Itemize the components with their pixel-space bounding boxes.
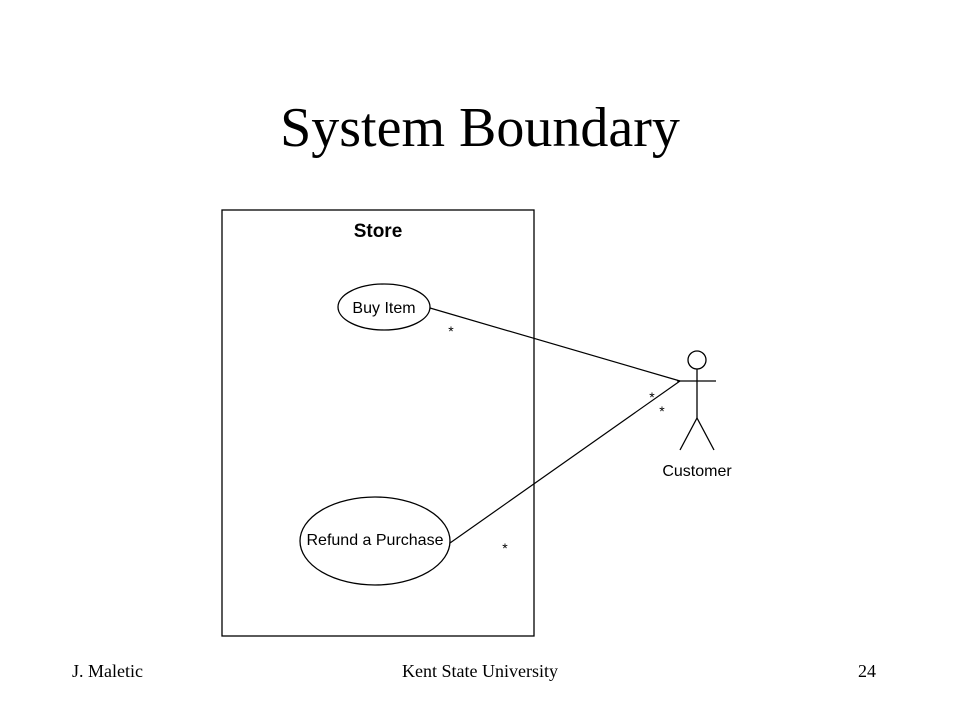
use-case-buy-item [337, 283, 431, 331]
multiplicity-actor-end-refund: * [659, 403, 665, 419]
actor-label: Customer [662, 463, 732, 480]
actor-left-leg [679, 417, 698, 451]
multiplicity-buy-item-end: * [448, 323, 454, 339]
footer-institution: Kent State University [402, 661, 558, 681]
actor-figure [677, 350, 716, 451]
actor-head [687, 350, 707, 370]
multiplicity-refund-end: * [502, 540, 508, 556]
slide-title: System Boundary [280, 97, 680, 159]
system-boundary-label: Store [354, 221, 403, 242]
footer-author: J. Maletic [72, 661, 143, 681]
association-refund [449, 380, 681, 544]
association-buy-item [429, 307, 681, 382]
use-case-refund-purchase [299, 496, 451, 586]
footer-page-number: 24 [858, 661, 876, 681]
system-boundary-box [221, 209, 535, 637]
use-case-refund-purchase-label: Refund a Purchase [307, 532, 444, 549]
actor-right-leg [696, 417, 715, 451]
multiplicity-actor-end-buy: * [649, 389, 655, 405]
use-case-buy-item-label: Buy Item [352, 300, 415, 317]
